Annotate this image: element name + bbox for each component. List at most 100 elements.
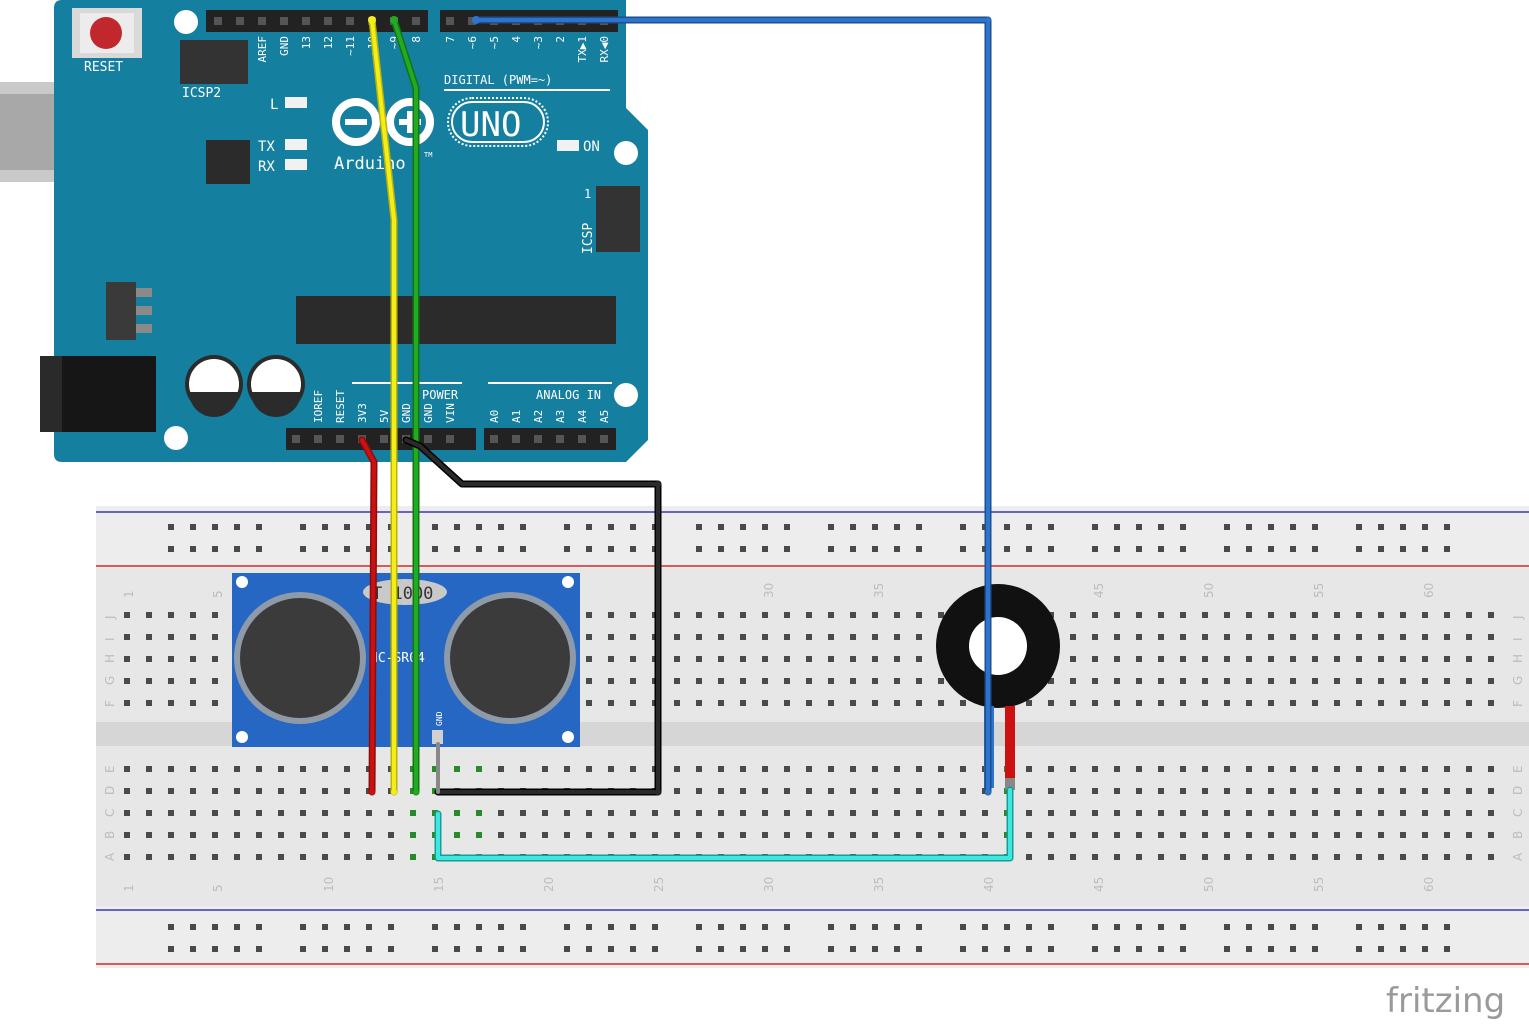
rail-hole[interactable] xyxy=(1158,946,1164,952)
breadboard-hole[interactable] xyxy=(1158,656,1164,662)
breadboard-hole[interactable] xyxy=(1378,810,1384,816)
rail-hole[interactable] xyxy=(828,946,834,952)
breadboard-hole[interactable] xyxy=(1092,678,1098,684)
breadboard-hole[interactable] xyxy=(146,700,152,706)
breadboard-hole[interactable] xyxy=(586,656,592,662)
breadboard-hole[interactable] xyxy=(1290,766,1296,772)
breadboard-hole[interactable] xyxy=(344,810,350,816)
breadboard-hole[interactable] xyxy=(784,810,790,816)
breadboard-hole[interactable] xyxy=(608,612,614,618)
breadboard-hole[interactable] xyxy=(1378,766,1384,772)
rail-hole[interactable] xyxy=(1422,546,1428,552)
rail-hole[interactable] xyxy=(718,546,724,552)
breadboard-hole[interactable] xyxy=(1136,788,1142,794)
breadboard-hole[interactable] xyxy=(564,832,570,838)
breadboard-hole[interactable] xyxy=(608,766,614,772)
breadboard-hole[interactable] xyxy=(1422,634,1428,640)
rail-hole[interactable] xyxy=(1158,924,1164,930)
breadboard-hole[interactable] xyxy=(1246,656,1252,662)
breadboard-hole[interactable] xyxy=(1158,612,1164,618)
breadboard-hole[interactable] xyxy=(256,832,262,838)
breadboard-hole[interactable] xyxy=(740,788,746,794)
breadboard-hole[interactable] xyxy=(630,810,636,816)
breadboard-hole[interactable] xyxy=(1092,634,1098,640)
rail-hole[interactable] xyxy=(586,546,592,552)
rail-hole[interactable] xyxy=(718,524,724,530)
rail-hole[interactable] xyxy=(1114,946,1120,952)
rail-hole[interactable] xyxy=(586,946,592,952)
rail-hole[interactable] xyxy=(1136,546,1142,552)
breadboard-hole[interactable] xyxy=(388,854,394,860)
breadboard-hole[interactable] xyxy=(542,766,548,772)
breadboard-hole[interactable] xyxy=(652,832,658,838)
breadboard-hole[interactable] xyxy=(1070,656,1076,662)
breadboard-hole[interactable] xyxy=(1422,700,1428,706)
breadboard-hole[interactable] xyxy=(1356,634,1362,640)
breadboard-hole[interactable] xyxy=(806,678,812,684)
breadboard-hole[interactable] xyxy=(124,634,130,640)
rail-hole[interactable] xyxy=(850,546,856,552)
breadboard-hole[interactable] xyxy=(278,832,284,838)
rail-hole[interactable] xyxy=(1114,924,1120,930)
rail-hole[interactable] xyxy=(784,946,790,952)
breadboard-hole[interactable] xyxy=(1488,766,1494,772)
breadboard-hole[interactable] xyxy=(872,700,878,706)
breadboard-hole[interactable] xyxy=(1444,810,1450,816)
rail-hole[interactable] xyxy=(630,924,636,930)
header-pin[interactable] xyxy=(236,17,244,25)
breadboard-hole[interactable] xyxy=(1356,854,1362,860)
breadboard-hole[interactable] xyxy=(234,810,240,816)
breadboard-hole[interactable] xyxy=(1400,766,1406,772)
header-pin[interactable] xyxy=(412,17,420,25)
rail-hole[interactable] xyxy=(388,924,394,930)
rail-hole[interactable] xyxy=(388,946,394,952)
rail-hole[interactable] xyxy=(1444,924,1450,930)
breadboard-hole[interactable] xyxy=(630,656,636,662)
breadboard-hole[interactable] xyxy=(608,810,614,816)
breadboard-hole[interactable] xyxy=(1466,634,1472,640)
rail-hole[interactable] xyxy=(982,946,988,952)
breadboard-hole[interactable] xyxy=(410,832,416,838)
breadboard-hole[interactable] xyxy=(1136,656,1142,662)
breadboard-hole[interactable] xyxy=(916,832,922,838)
rail-hole[interactable] xyxy=(520,924,526,930)
rail-hole[interactable] xyxy=(1026,946,1032,952)
breadboard-hole[interactable] xyxy=(1114,700,1120,706)
breadboard-hole[interactable] xyxy=(1180,766,1186,772)
rail-hole[interactable] xyxy=(300,946,306,952)
breadboard-hole[interactable] xyxy=(1422,832,1428,838)
breadboard-hole[interactable] xyxy=(1092,656,1098,662)
rail-hole[interactable] xyxy=(1400,924,1406,930)
breadboard-hole[interactable] xyxy=(1026,700,1032,706)
breadboard-hole[interactable] xyxy=(168,634,174,640)
breadboard-hole[interactable] xyxy=(1158,810,1164,816)
breadboard-hole[interactable] xyxy=(564,810,570,816)
rail-hole[interactable] xyxy=(850,946,856,952)
breadboard-hole[interactable] xyxy=(960,788,966,794)
rail-hole[interactable] xyxy=(1158,524,1164,530)
rail-hole[interactable] xyxy=(1048,546,1054,552)
rail-hole[interactable] xyxy=(1048,524,1054,530)
breadboard-hole[interactable] xyxy=(696,656,702,662)
breadboard-hole[interactable] xyxy=(410,854,416,860)
breadboard-hole[interactable] xyxy=(762,656,768,662)
breadboard-hole[interactable] xyxy=(168,854,174,860)
rail-hole[interactable] xyxy=(322,546,328,552)
breadboard-hole[interactable] xyxy=(872,656,878,662)
breadboard-hole[interactable] xyxy=(212,854,218,860)
rail-hole[interactable] xyxy=(168,924,174,930)
breadboard-hole[interactable] xyxy=(872,788,878,794)
breadboard-hole[interactable] xyxy=(388,810,394,816)
breadboard-hole[interactable] xyxy=(1356,832,1362,838)
breadboard-hole[interactable] xyxy=(1334,700,1340,706)
rail-hole[interactable] xyxy=(872,946,878,952)
breadboard-hole[interactable] xyxy=(828,656,834,662)
breadboard-hole[interactable] xyxy=(1290,832,1296,838)
rail-hole[interactable] xyxy=(828,524,834,530)
rail-hole[interactable] xyxy=(608,946,614,952)
breadboard-hole[interactable] xyxy=(476,766,482,772)
breadboard-hole[interactable] xyxy=(1444,612,1450,618)
breadboard-hole[interactable] xyxy=(630,678,636,684)
rail-hole[interactable] xyxy=(740,524,746,530)
breadboard-hole[interactable] xyxy=(212,634,218,640)
